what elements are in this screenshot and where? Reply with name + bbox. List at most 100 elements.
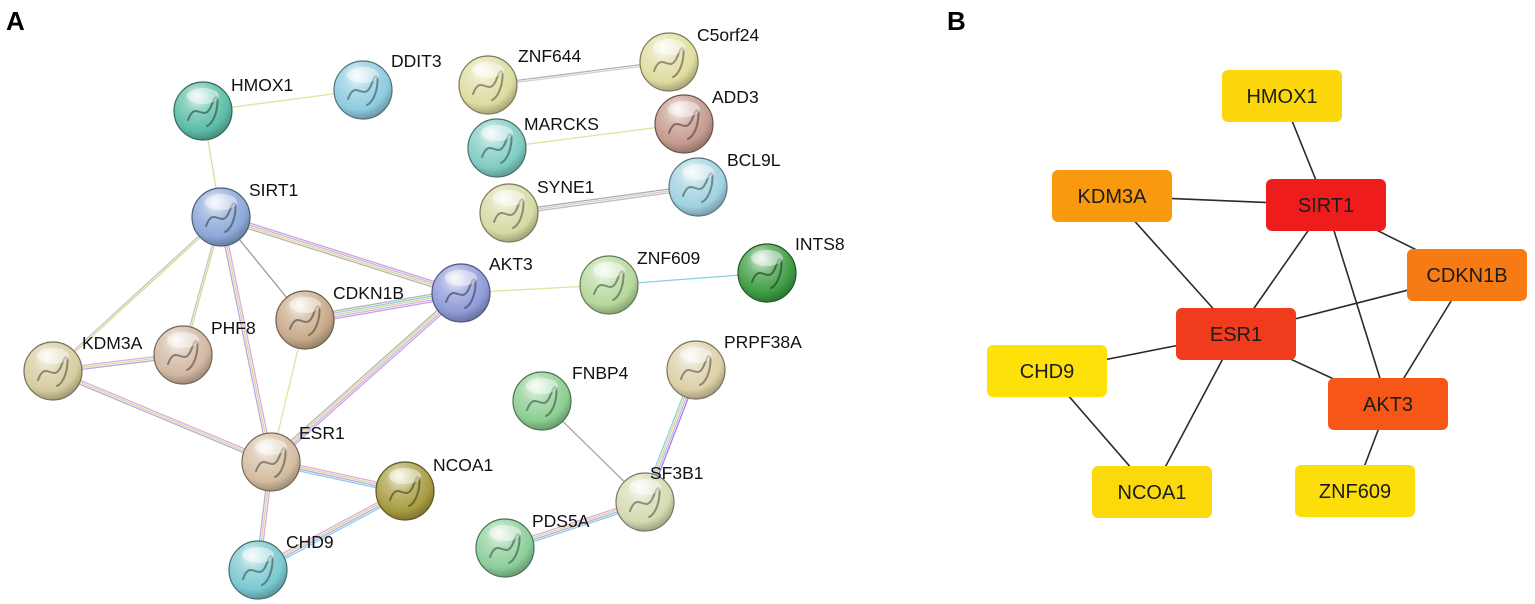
edge-evidence-line xyxy=(51,215,221,371)
protein-label: ZNF609 xyxy=(637,248,700,268)
protein-label: ADD3 xyxy=(712,87,759,107)
protein-node xyxy=(333,60,393,120)
protein-node xyxy=(475,518,535,578)
hub-gene-label: SIRT1 xyxy=(1298,195,1354,217)
protein-structure-icon xyxy=(289,305,321,336)
protein-label: CDKN1B xyxy=(333,283,404,303)
panel-b-edges xyxy=(1046,95,1468,493)
protein-node xyxy=(654,94,714,154)
panel-letter-a: A xyxy=(6,6,25,36)
edge-evidence-line xyxy=(508,186,699,214)
protein-sphere xyxy=(153,325,213,385)
protein-sphere xyxy=(333,60,393,120)
edge-evidence-line xyxy=(509,188,699,216)
sphere-highlight xyxy=(472,62,504,78)
protein-node xyxy=(153,325,213,385)
protein-structure-icon xyxy=(187,96,219,127)
protein-node xyxy=(639,32,699,92)
protein-node xyxy=(191,187,251,247)
protein-label: AKT3 xyxy=(489,254,533,274)
edge-evidence-line xyxy=(269,291,461,462)
sphere-highlight xyxy=(653,39,685,55)
protein-structure-icon xyxy=(526,386,558,417)
edge-evidence-line xyxy=(508,184,698,212)
protein-label: C5orf24 xyxy=(697,25,760,45)
sphere-highlight xyxy=(593,262,625,278)
protein-sphere xyxy=(191,187,251,247)
protein-node xyxy=(512,371,572,431)
network-edge xyxy=(219,213,463,297)
hub-gene-label: KDM3A xyxy=(1078,186,1148,208)
protein-sphere xyxy=(639,32,699,92)
network-edge xyxy=(1151,333,1237,493)
protein-node xyxy=(275,290,335,350)
protein-node xyxy=(467,118,527,178)
hub-gene-node: NCOA1 xyxy=(1092,466,1212,518)
protein-structure-icon xyxy=(653,47,685,78)
protein-label: SYNE1 xyxy=(537,177,594,197)
protein-node xyxy=(479,183,539,243)
hub-gene-node: ZNF609 xyxy=(1295,465,1415,517)
protein-label: HMOX1 xyxy=(231,75,293,95)
sphere-highlight xyxy=(205,194,237,210)
hub-gene-box xyxy=(1092,466,1212,518)
protein-node xyxy=(615,472,675,532)
network-edge xyxy=(487,60,670,87)
protein-node xyxy=(173,81,233,141)
hub-gene-box xyxy=(1176,308,1296,360)
protein-structure-icon xyxy=(593,270,625,301)
protein-sphere xyxy=(375,461,435,521)
protein-label: ESR1 xyxy=(299,423,345,443)
protein-node xyxy=(241,432,301,492)
edge-evidence-line xyxy=(52,372,271,465)
protein-sphere xyxy=(654,94,714,154)
protein-sphere xyxy=(228,540,288,600)
protein-label: PHF8 xyxy=(211,318,256,338)
protein-node xyxy=(431,263,491,323)
edge-evidence-line xyxy=(222,216,274,462)
edge-evidence-line xyxy=(272,294,464,465)
protein-label: DDIT3 xyxy=(391,51,442,71)
sphere-highlight xyxy=(489,525,521,541)
protein-structure-icon xyxy=(445,278,477,309)
protein-node xyxy=(737,243,797,303)
protein-sphere xyxy=(173,81,233,141)
hub-gene-label: ZNF609 xyxy=(1319,481,1391,503)
sphere-highlight xyxy=(668,101,700,117)
edge-evidence-line xyxy=(488,62,670,87)
network-edge xyxy=(496,123,685,149)
edge-evidence-line xyxy=(52,370,272,463)
network-edge xyxy=(508,184,699,216)
sphere-highlight xyxy=(493,190,525,206)
hub-gene-box xyxy=(1328,378,1448,430)
protein-label: INTS8 xyxy=(795,234,845,254)
protein-sphere xyxy=(458,55,518,115)
network-edge xyxy=(218,216,274,463)
sphere-highlight xyxy=(751,250,783,266)
protein-sphere xyxy=(241,432,301,492)
hub-gene-label: NCOA1 xyxy=(1118,482,1187,504)
sphere-highlight xyxy=(242,547,274,563)
hub-gene-node: KDM3A xyxy=(1052,170,1172,222)
protein-label: ZNF644 xyxy=(518,46,581,66)
hub-gene-box xyxy=(987,345,1107,397)
sphere-highlight xyxy=(481,125,513,141)
protein-sphere xyxy=(275,290,335,350)
protein-structure-icon xyxy=(242,555,274,586)
edge-evidence-line xyxy=(53,217,223,373)
protein-structure-icon xyxy=(347,75,379,106)
panel-letter-b: B xyxy=(947,6,966,36)
protein-structure-icon xyxy=(167,340,199,371)
protein-structure-icon xyxy=(205,202,237,233)
hub-gene-label: CDKN1B xyxy=(1426,265,1507,287)
protein-structure-icon xyxy=(472,70,504,101)
protein-structure-icon xyxy=(481,133,513,164)
sphere-highlight xyxy=(37,348,69,364)
network-edge xyxy=(268,290,464,465)
hub-gene-box xyxy=(1295,465,1415,517)
